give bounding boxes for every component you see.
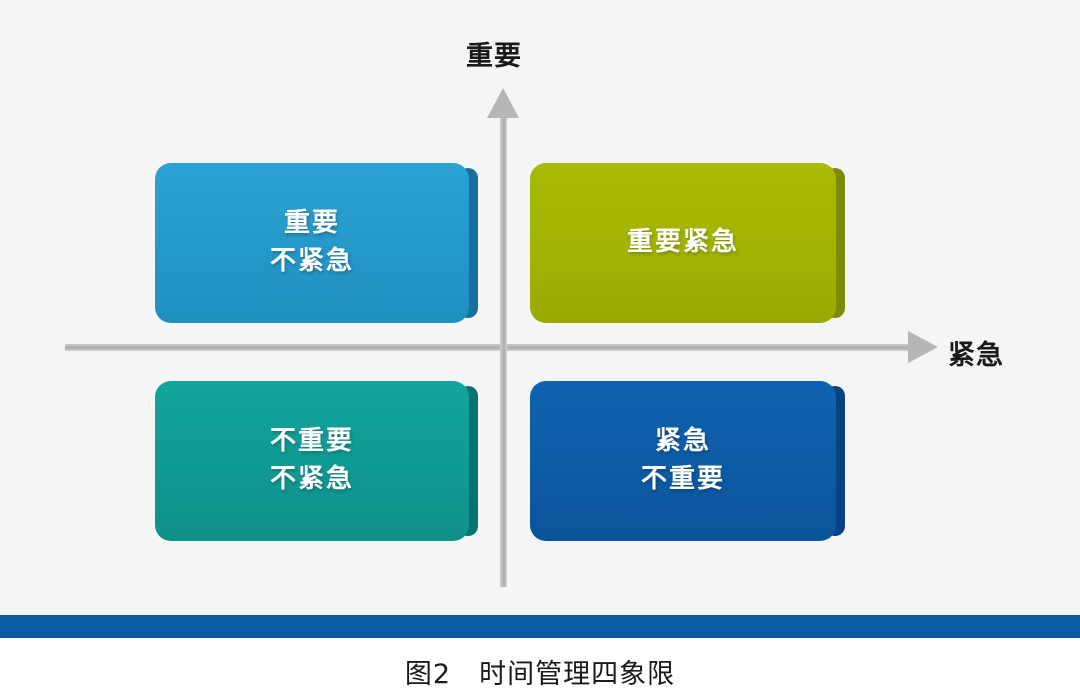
quadrant-urgent-not-important[interactable]: 紧急 不重要: [530, 381, 845, 541]
quadrant-label-line: 紧急: [654, 426, 711, 457]
quadrant-face: [530, 381, 836, 541]
quadrant-label-group: 不重要 不紧急: [270, 423, 363, 498]
divider-bar: [0, 615, 1080, 638]
quadrant-not-important-not-urgent[interactable]: 不重要 不紧急: [155, 381, 478, 541]
quadrant-important-urgent[interactable]: 重要紧急: [530, 163, 845, 323]
figure-caption: 图2 时间管理四象限: [404, 659, 676, 690]
quadrant-label-group: 紧急 不重要: [641, 423, 734, 498]
vertical-axis-label: 重要: [466, 41, 522, 72]
figure-canvas: 重要 紧急 重要 不紧急 重要紧急 不重要 不紧急 紧急 不重要: [0, 0, 1080, 615]
quadrant-label-line: 不紧急: [269, 246, 354, 276]
arrow-right-icon: [908, 331, 938, 363]
quadrant-label-line: 重要: [283, 208, 340, 239]
vertical-axis-line: [500, 110, 507, 587]
quadrant-label-line: 不重要: [640, 464, 725, 494]
quadrant-label-line: 不重要: [269, 426, 354, 457]
quadrant-face: [155, 381, 469, 541]
horizontal-axis-label: 紧急: [948, 340, 1004, 371]
horizontal-axis-line: [65, 344, 920, 351]
quadrant-label-group: 重要 不紧急: [270, 205, 363, 280]
quadrant-face: [155, 163, 469, 323]
quadrant-face: [530, 163, 836, 323]
quadrant-label-line: 不紧急: [269, 464, 354, 494]
arrow-up-icon: [487, 88, 519, 118]
quadrant-label-group: 重要紧急: [627, 224, 748, 262]
quadrant-important-not-urgent[interactable]: 重要 不紧急: [155, 163, 478, 323]
quadrant-label-line: 重要紧急: [626, 227, 739, 258]
